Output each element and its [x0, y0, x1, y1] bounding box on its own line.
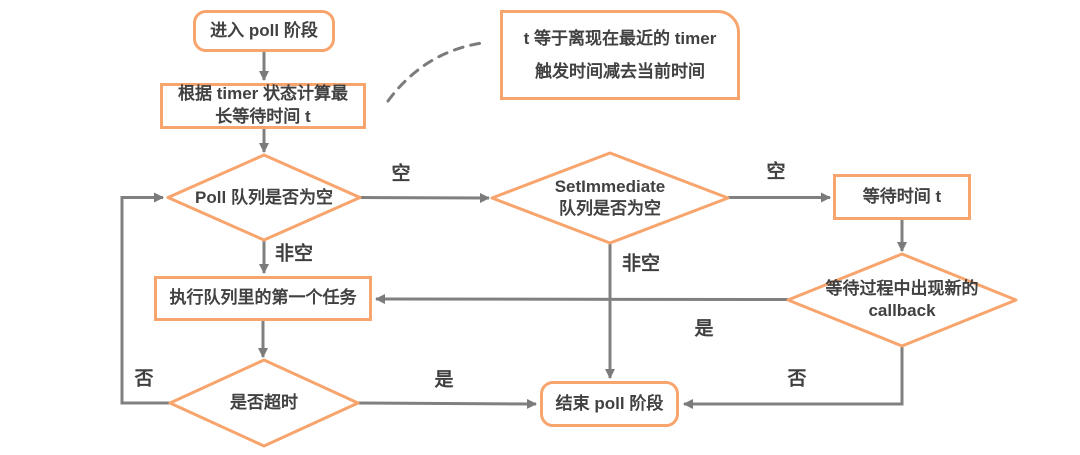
edge-timeout-to-end	[357, 398, 537, 409]
edge-label-timeout-yes: 是	[434, 369, 454, 391]
node-calc-max-wait-time: 根据 timer 状态计算最 长等待时间 t	[160, 83, 366, 129]
edge-label-setimmediate-empty: 空	[766, 161, 786, 183]
edge-timeout-loop-to-poll	[120, 192, 170, 405]
node-enter-poll-phase: 进入 poll 阶段	[193, 10, 335, 52]
edge-label-poll-empty: 空	[391, 163, 411, 185]
edge-callback-to-exec	[375, 294, 789, 305]
decision-poll-queue-empty-shape	[166, 153, 362, 242]
edge-callback-to-end	[683, 346, 904, 409]
edge-label-callback-yes: 是	[694, 318, 714, 340]
edge-poll-to-setimmediate	[359, 192, 490, 203]
decision-timeout-shape	[168, 358, 360, 448]
decision-setimmediate-queue-empty-shape	[490, 151, 730, 245]
decision-new-callback-shape	[786, 252, 1018, 348]
edge-label-setimmediate-not-empty: 非空	[621, 253, 661, 275]
edge-label-callback-no: 否	[787, 368, 807, 390]
edge-label-poll-not-empty: 非空	[274, 243, 314, 265]
note-pointer-dashed-curve	[386, 41, 484, 103]
edge-label-timeout-no: 否	[134, 368, 154, 390]
node-wait-time-t: 等待时间 t	[833, 174, 971, 220]
node-end-poll-phase: 结束 poll 阶段	[540, 381, 679, 427]
node-exec-first-task: 执行队列里的第一个任务	[154, 276, 372, 321]
note-timer-explanation: t 等于离现在最近的 timer 触发时间减去当前时间	[500, 10, 740, 100]
